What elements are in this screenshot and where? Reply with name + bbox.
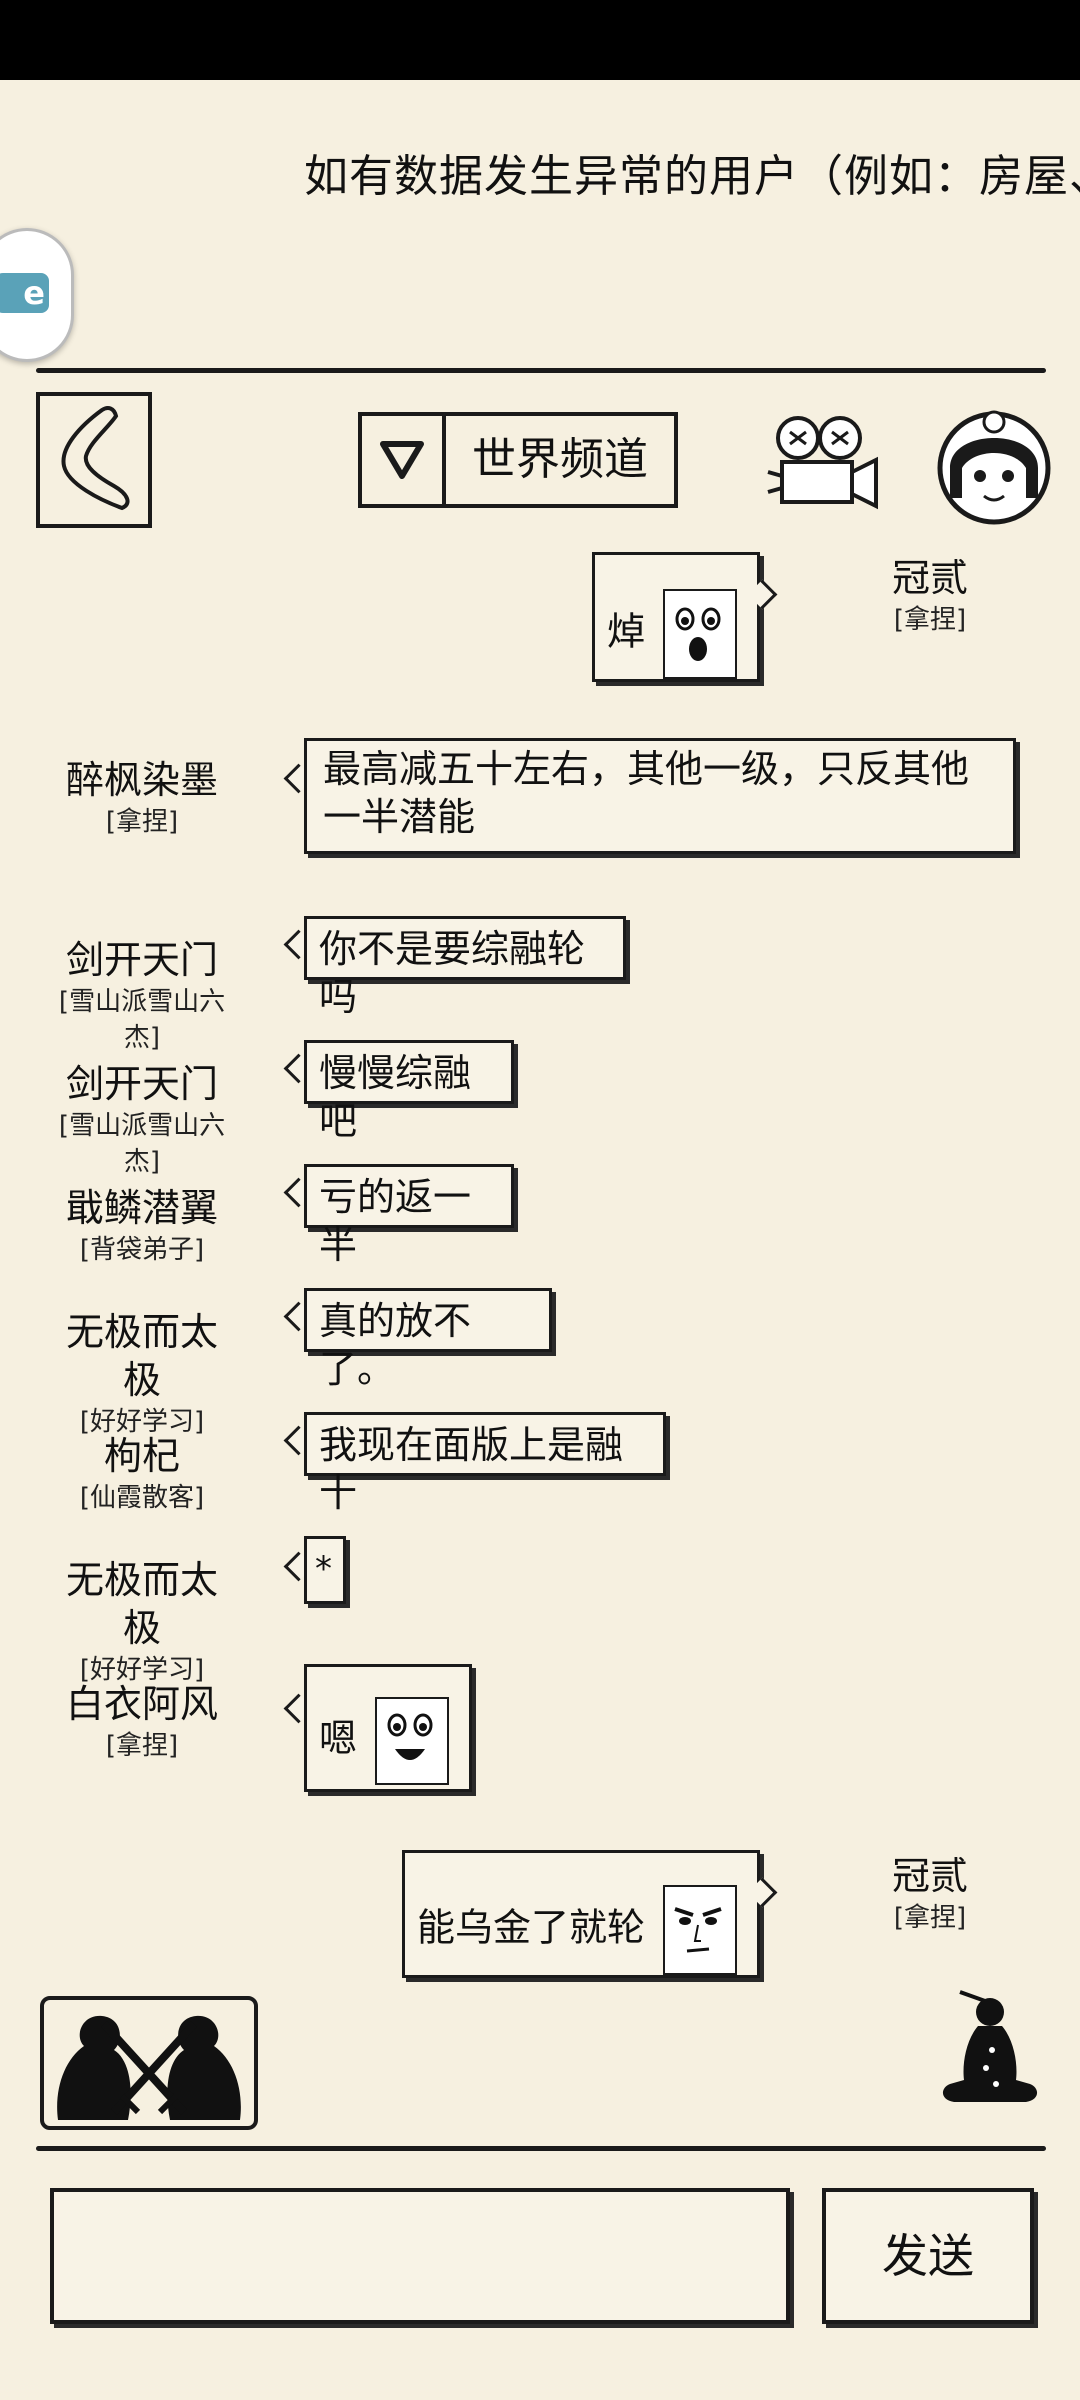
sender[interactable]: 白衣阿风 [拿捏] [52,1680,232,1764]
sender-guild: [好好学习] [79,1407,205,1437]
chat-bubble[interactable]: 能乌金了就轮 [402,1850,760,1978]
message-text: 慢慢综融吧 [319,1051,472,1143]
sender[interactable]: 无极而太极 [好好学习] [52,1308,232,1440]
sender-name: 无极而太极 [65,1310,218,1402]
sender-guild: [背袋弟子] [79,1235,205,1265]
sender[interactable]: 冠贰 [拿捏] [840,554,1020,638]
player-avatar-icon[interactable] [934,398,1054,538]
sender[interactable]: 剑开天门 [雪山派雪山六杰] [52,1060,232,1180]
sender-name: 冠贰 [891,556,968,600]
message-text: 你不是要综融轮吗 [319,927,586,1019]
meditation-icon[interactable] [930,1980,1050,2110]
app-float-chip: e [0,273,49,313]
chat-bubble[interactable]: * [304,1536,346,1604]
message-text: 我现在面版上是融十 [319,1423,624,1515]
triangle-down-icon [362,416,446,504]
chat-input[interactable] [50,2188,790,2324]
chat-bubble[interactable]: 亏的返一半 [304,1164,514,1267]
smug-face-sticker [663,1885,738,1975]
sender-name: 无极而太极 [65,1558,218,1650]
sender-guild: [好好学习] [79,1655,205,1685]
back-arrow-icon [61,406,130,511]
sender[interactable]: 无极而太极 [好好学习] [52,1556,232,1688]
chat-bubble[interactable]: 我现在面版上是融十 [304,1412,666,1515]
message-text: 嗯 [319,1716,358,1761]
duel-button[interactable] [40,1996,258,2130]
sender-guild: [仙霞散客] [79,1483,205,1513]
sender-name: 白衣阿风 [65,1682,218,1726]
chat-bubble[interactable]: 慢慢综融吧 [304,1040,514,1143]
sender[interactable]: 戢鳞潜翼 [背袋弟子] [52,1184,232,1268]
sender-guild: [拿捏] [105,807,179,837]
app-float-icon[interactable]: e [0,228,74,362]
chat-bubble[interactable]: 你不是要综融轮吗 [304,916,626,1019]
chat-bubble[interactable]: 焯 [592,552,760,682]
duel-crossed-swords-icon [57,2015,241,2120]
surprised-face-sticker [663,589,738,679]
sender-name: 戢鳞潜翼 [65,1186,218,1230]
sender-guild: [雪山派雪山六杰] [58,1111,226,1177]
chat-bubble[interactable]: 嗯 [304,1664,472,1792]
message-text: 焯 [607,609,646,654]
sender[interactable]: 醉枫染墨 [拿捏] [52,756,232,840]
sender-name: 剑开天门 [65,938,218,982]
movie-camera-icon[interactable] [764,412,884,522]
laughing-face-sticker [375,1697,450,1785]
notice-marquee: 如有数据发生异常的用户（例如：房屋、 [304,151,1080,202]
message-text: * [315,1549,332,1589]
chat-bubble[interactable]: 最高减五十左右，其他一级，只反其他一半潜能 [304,738,1016,854]
send-button[interactable]: 发送 [822,2188,1034,2324]
message-text: 能乌金了就轮 [417,1905,646,1950]
chat-bubble[interactable]: 真的放不了。 [304,1288,552,1391]
sender[interactable]: 冠贰 [拿捏] [840,1852,1020,1936]
message-text: 真的放不了。 [319,1299,472,1391]
sender-name: 枸杞 [103,1434,180,1478]
message-text: 亏的返一半 [319,1175,472,1267]
status-bar [0,0,1080,80]
sender-guild: [拿捏] [893,605,967,635]
bottom-divider [36,2146,1046,2151]
sender-name: 剑开天门 [65,1062,218,1106]
sender-name: 冠贰 [891,1854,968,1898]
back-button[interactable] [36,392,152,528]
message-text: 最高减五十左右，其他一级，只反其他一半潜能 [323,747,970,839]
sender-guild: [拿捏] [105,1731,179,1761]
top-divider [36,368,1046,373]
sender-guild: [拿捏] [893,1903,967,1933]
channel-name: 世界频道 [472,434,648,485]
sender-guild: [雪山派雪山六杰] [58,987,226,1053]
sender-name: 醉枫染墨 [65,758,218,802]
channel-selector[interactable]: 世界频道 [358,412,678,508]
sender[interactable]: 枸杞 [仙霞散客] [52,1432,232,1516]
sender[interactable]: 剑开天门 [雪山派雪山六杰] [52,936,232,1056]
